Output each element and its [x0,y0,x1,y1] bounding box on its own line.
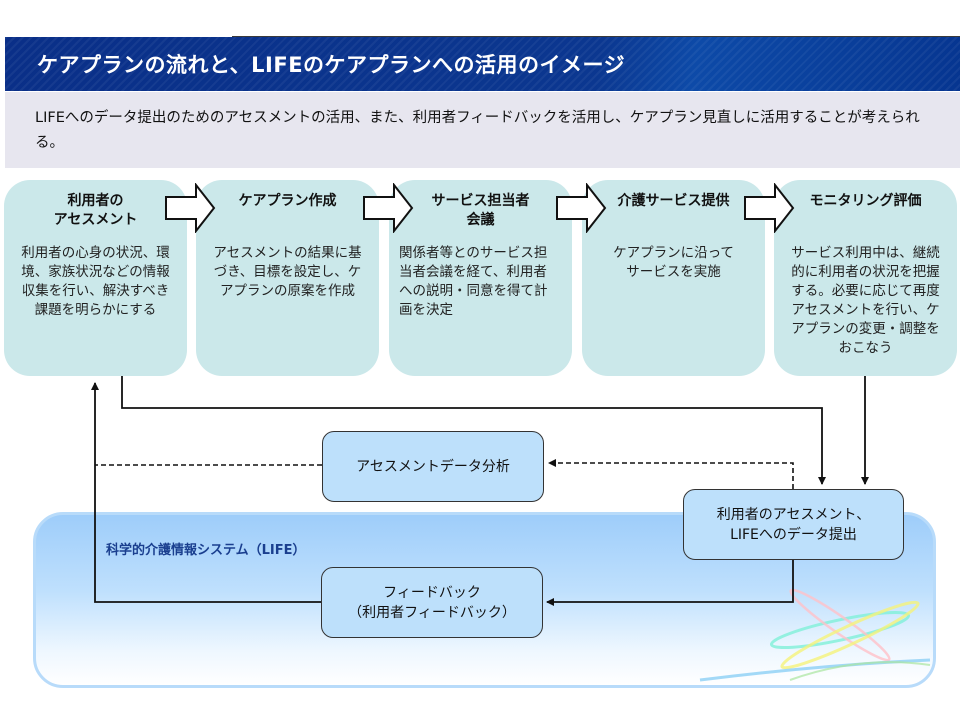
step-assessment: 利用者の アセスメント 利用者の心身の状況、環境、家族状況などの情報収集を行い、… [4,180,187,376]
feedback-box: フィードバック （利用者フィードバック） [321,567,543,638]
step-description: サービス利用中は、継続的に利用者の状況を把握する。必要に応じて再度アセスメントを… [791,245,940,356]
arrow-right-icon [744,183,795,233]
arrow-right-icon [165,183,216,233]
step-description: ケアプランに沿ってサービスを実施 [613,245,734,280]
box-label: アセスメントデータ分析 [356,458,510,475]
step-title: ケアプラン作成 [238,193,337,209]
step-description: 関係者等とのサービス担当者会議を経て、利用者への説明・同意を得て計画を決定 [399,245,548,318]
step-careplan-creation: ケアプラン作成 アセスメントの結果に基づき、目標を設定し、ケアプランの原案を作成 [196,180,379,376]
arrow-right-icon [556,183,607,233]
step-description: 利用者の心身の状況、環境、家族状況などの情報収集を行い、解決すべき課題を明らかに… [21,245,170,318]
page-title: ケアプランの流れと、LIFEのケアプランへの活用のイメージ [37,53,626,77]
arrow-right-icon [363,183,414,233]
intro-panel: LIFEへのデータ提出のためのアセスメントの活用、また、利用者フィードバックを活… [5,92,960,168]
step-title: 利用者の アセスメント [53,193,138,228]
intro-text: LIFEへのデータ提出のためのアセスメントの活用、また、利用者フィードバックを活… [35,110,920,151]
header-banner: ケアプランの流れと、LIFEのケアプランへの活用のイメージ [5,37,960,91]
step-description: アセスメントの結果に基づき、目標を設定し、ケアプランの原案を作成 [213,245,362,299]
step-title: 介護サービス提供 [617,193,730,209]
step-title: サービス担当者 会議 [431,193,530,228]
box-label: 利用者のアセスメント、 LIFEへのデータ提出 [716,506,871,543]
step-title: モニタリング評価 [809,193,922,209]
step-monitoring: モニタリング評価 サービス利用中は、継続的に利用者の状況を把握する。必要に応じて… [774,180,957,376]
connector-submit-to-analysis [548,459,794,489]
decorative-swoosh-icon [699,588,931,682]
assessment-data-submission-box: 利用者のアセスメント、 LIFEへのデータ提出 [683,489,904,560]
step-service-meeting: サービス担当者 会議 関係者等とのサービス担当者会議を経て、利用者への説明・同意… [389,180,572,376]
life-system-title: 科学的介護情報システム（LIFE） [106,543,306,558]
box-label: フィードバック （利用者フィードバック） [348,584,516,621]
assessment-data-analysis-box: アセスメントデータ分析 [322,431,544,502]
step-service-provision: 介護サービス提供 ケアプランに沿ってサービスを実施 [582,180,765,376]
